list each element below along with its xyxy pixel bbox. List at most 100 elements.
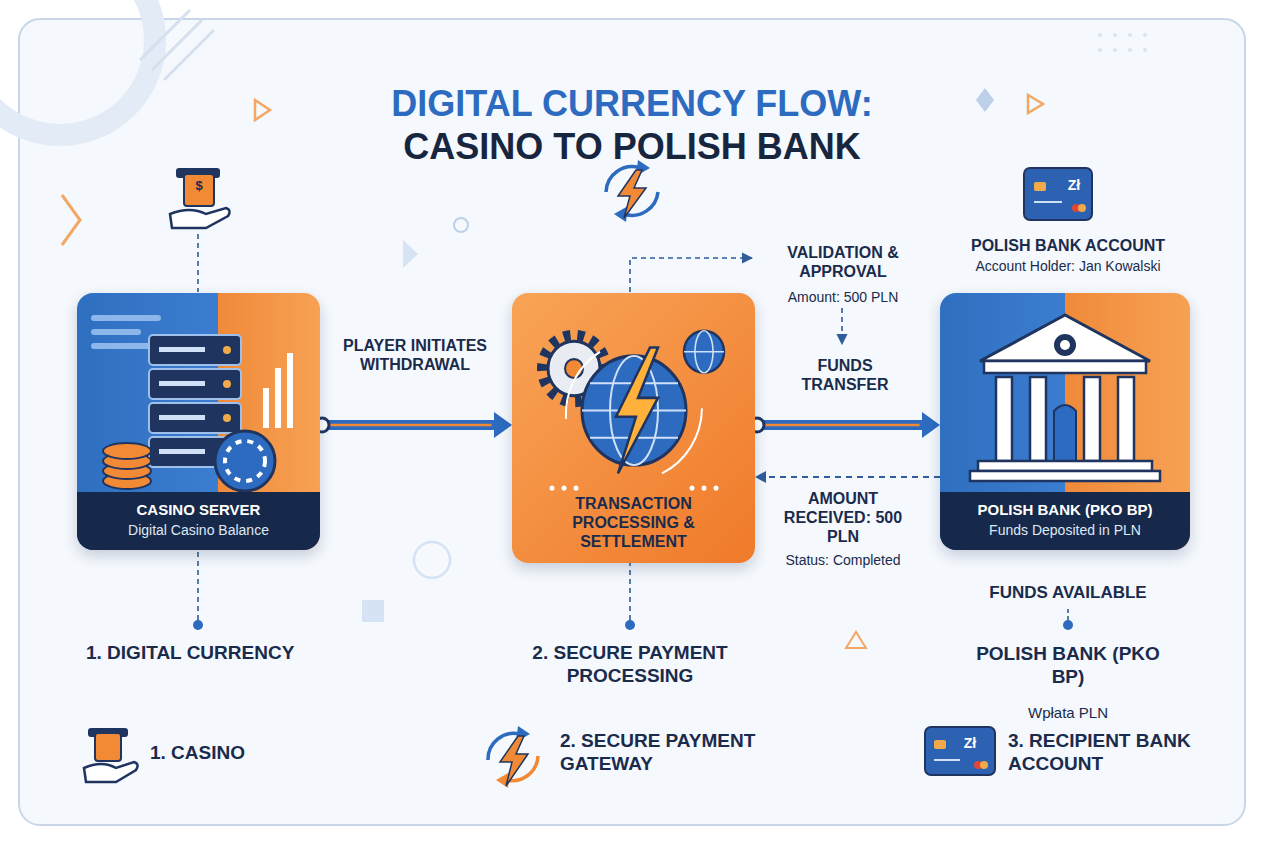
bar [287, 353, 293, 428]
card-logo [1078, 204, 1086, 212]
node-heading: POLISH BANK (PKO BP) [950, 501, 1180, 519]
column [1030, 377, 1046, 461]
bg-triangle [1028, 95, 1043, 113]
annotation-label: 3. RECIPIENT BANK ACCOUNT [1008, 730, 1218, 776]
bg-dots [1098, 33, 1147, 52]
small-globe [684, 331, 724, 373]
bg-stripe [140, 10, 190, 60]
leader-line [1067, 609, 1069, 620]
card-body [1024, 168, 1092, 220]
connector-label: FUNDS TRANSFER [790, 356, 900, 394]
server-unit [149, 369, 241, 399]
lightning-bolt [618, 170, 646, 218]
icon-symbol: $ [186, 178, 212, 194]
globe-body [684, 331, 724, 373]
icon-symbol: Zł [1060, 177, 1088, 194]
label-band: POLISH BANK (PKO BP) Funds Deposited in P… [940, 492, 1190, 550]
bank-columns [996, 377, 1134, 461]
bar [275, 368, 281, 428]
annotation-label: 2. SECURE PAYMENT PROCESSING [490, 642, 770, 688]
processing-box: TRANSACTION PROCESSING & SETTLEMENT [512, 293, 755, 563]
icon-note [95, 733, 121, 761]
server-unit [149, 403, 241, 433]
annotation-label: 2. SECURE PAYMENT GATEWAY [560, 730, 810, 776]
bank-box: POLISH BANK (PKO BP) Funds Deposited in P… [940, 293, 1190, 550]
annotation-label: 1. DIGITAL CURRENCY [86, 642, 356, 665]
bg-stripes [140, 10, 214, 80]
bank-step [978, 461, 1152, 471]
annotation-label: Account Holder: Jan Kowalski [938, 258, 1198, 275]
bank-logo [1054, 334, 1076, 356]
bg-shape [403, 240, 418, 268]
server-slots [159, 347, 205, 454]
connector [755, 471, 940, 483]
card-logo [980, 761, 988, 769]
label-band: CASINO SERVER Digital Casino Balance [77, 492, 320, 550]
icon-hand [84, 762, 138, 782]
bg-diamond [976, 88, 994, 112]
cash-hand-icon [170, 168, 230, 228]
casino-server-box: CASINO SERVER Digital Casino Balance [77, 293, 320, 550]
bg-dot [1098, 48, 1102, 52]
arrow-head [922, 412, 940, 438]
leader-line [197, 552, 199, 620]
bg-triangle [846, 632, 866, 648]
globe-equator [684, 351, 724, 353]
bg-triangle [255, 100, 270, 120]
connector-label: PLAYER INITIATES WITHDRAWAL [340, 336, 490, 374]
connector-line [755, 420, 926, 430]
bg-dot [1128, 48, 1132, 52]
bg-stripe [152, 20, 202, 70]
annotation-label: POLISH BANK (PKO BP) [968, 643, 1168, 689]
card-body [925, 727, 995, 775]
leader-dot [193, 620, 203, 630]
casino-chip [215, 431, 275, 491]
card-line [1034, 201, 1062, 203]
bg-dot [1143, 33, 1147, 37]
slot [159, 415, 205, 420]
bank-roof [980, 315, 1150, 361]
label-band: TRANSACTION PROCESSING & SETTLEMENT [512, 485, 755, 563]
led [223, 414, 231, 422]
validation-leader [841, 308, 843, 344]
bg-chevron [62, 195, 80, 245]
led [223, 346, 231, 354]
orbit-arrow [662, 408, 702, 473]
node-subtext: Funds Deposited in PLN [950, 522, 1180, 539]
lightning-cycle-icon [606, 160, 658, 222]
bg-ring [414, 542, 450, 578]
column [1084, 377, 1100, 461]
connector-line [320, 420, 498, 430]
connector-label: AMOUNT RECEIVED: 500 PLN [768, 489, 918, 547]
bar [263, 388, 269, 428]
node-heading: CASINO SERVER [87, 501, 310, 519]
bank-card-icon [925, 727, 995, 775]
column [996, 377, 1012, 461]
ui-line [91, 329, 141, 335]
validation-leader [630, 258, 752, 292]
card-line [934, 759, 960, 761]
bg-square [362, 600, 384, 622]
dot [714, 485, 719, 490]
node-subtext: Digital Casino Balance [87, 522, 310, 539]
lightning-bolt [500, 736, 528, 786]
progress-dots [550, 485, 719, 490]
slot [159, 347, 205, 352]
annotation-label: VALIDATION & APPROVAL [768, 243, 918, 281]
icon-symbol: Zł [956, 735, 984, 752]
leader-dot [1063, 620, 1073, 630]
connector-inner-line [330, 424, 492, 427]
bg-dot [1113, 33, 1117, 37]
bank-beam [984, 361, 1146, 373]
connector-inner-line [765, 424, 920, 427]
bank-card-icon [1024, 168, 1092, 220]
annotation-label: Wpłata PLN [958, 704, 1178, 722]
bg-circle [0, 0, 155, 135]
bank-building [970, 315, 1160, 481]
icon-hand [170, 208, 230, 228]
orbit-arrow [566, 352, 600, 419]
chip-body [215, 431, 275, 491]
coin [103, 443, 151, 459]
slot [159, 381, 205, 386]
